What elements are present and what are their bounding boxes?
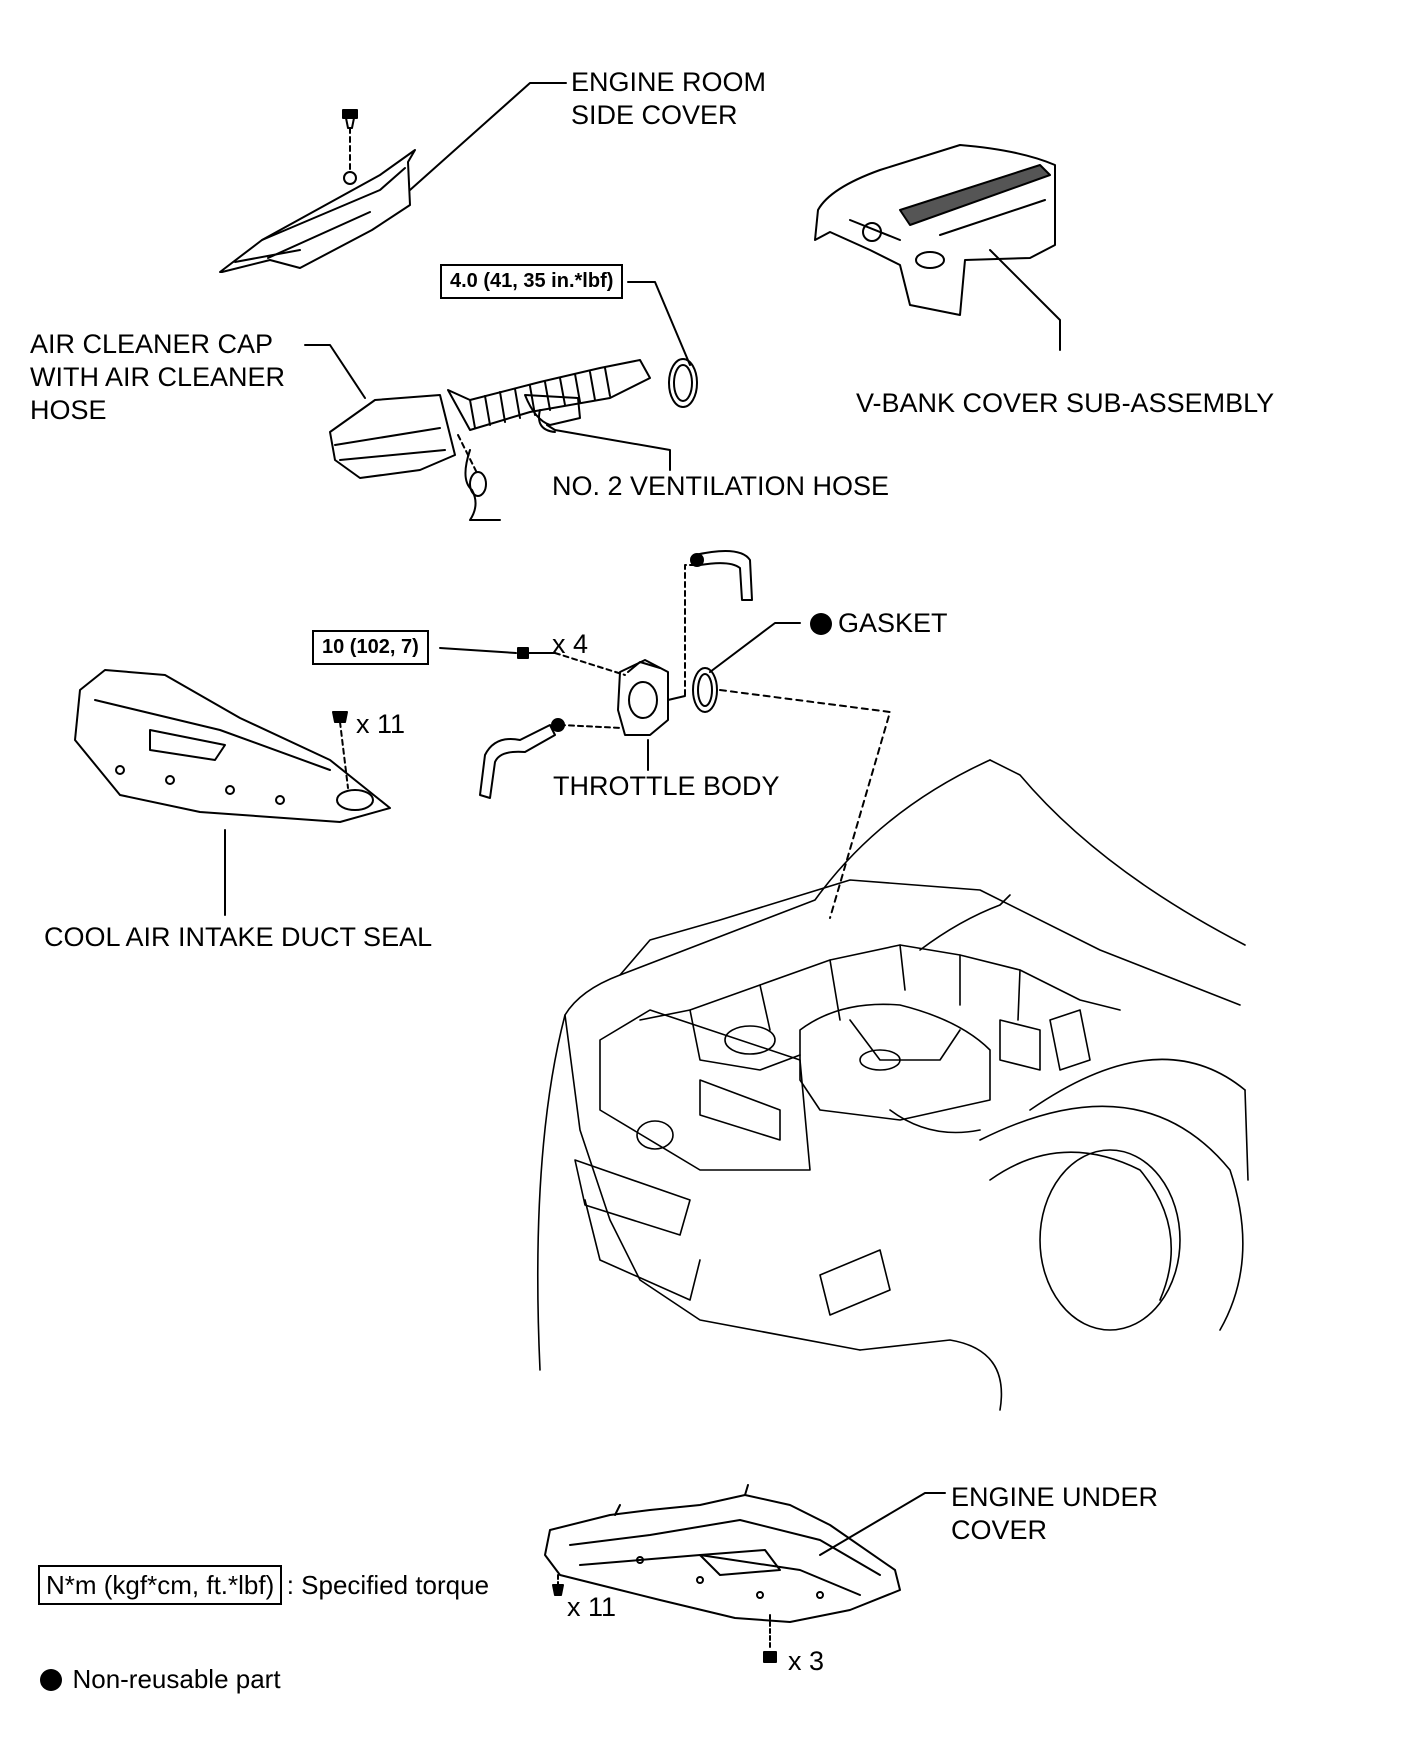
- leader-throttle-bolt-torque: [439, 647, 517, 654]
- gasket-install-line: [719, 689, 891, 919]
- label-engine-under-cover: ENGINE UNDER COVER: [951, 1482, 1159, 1545]
- leader-engine-room-side-cover: [409, 82, 567, 191]
- cool-air-intake-duct-seal-part: [74, 669, 391, 823]
- qty-throttle-bolts: x 4: [552, 629, 589, 659]
- torque-hose-clamp: 4.0 (41, 35 in.*lbf): [440, 264, 624, 299]
- legend-torque-desc: : Specified torque: [286, 1570, 490, 1600]
- throttle-body-part: [617, 659, 686, 736]
- engine-under-cover-part: [544, 1484, 901, 1623]
- legend-nonreusable-dot-icon: [40, 1669, 62, 1691]
- leader-hose-clamp-torque: [627, 281, 691, 366]
- under-cover-bolt-icon: [763, 1614, 777, 1663]
- qty-duct-seal-clips: x 11: [356, 709, 406, 739]
- legend-torque: N*m (kgf*cm, ft.*lbf) : Specified torque: [38, 1565, 490, 1605]
- label-throttle-body: THROTTLE BODY: [553, 771, 780, 801]
- qty-under-cover-clips: x 11: [567, 1592, 617, 1622]
- legend-nonreusable-desc: Non-reusable part: [72, 1664, 281, 1694]
- leader-v-bank-cover: [989, 249, 1061, 351]
- leader-gasket: [709, 622, 801, 673]
- label-gasket-text: GASKET: [838, 608, 948, 638]
- v-bank-cover-part: [814, 144, 1056, 316]
- label-cool-air-intake-duct-seal: COOL AIR INTAKE DUCT SEAL: [44, 922, 433, 952]
- throttle-bolt-part: [517, 647, 626, 676]
- label-v-bank-cover: V-BANK COVER SUB-ASSEMBLY: [856, 388, 1275, 418]
- engine-room-side-cover-part: [219, 149, 416, 273]
- label-engine-room-side-cover: ENGINE ROOM SIDE COVER: [571, 67, 767, 130]
- duct-seal-clip-icon: [332, 711, 349, 789]
- qty-under-cover-bolts: x 3: [788, 1646, 825, 1676]
- gasket-part: [692, 667, 718, 713]
- hose-clamp-part: [668, 358, 698, 408]
- label-no2-ventilation-hose: NO. 2 VENTILATION HOSE: [552, 471, 890, 501]
- water-bypass-hose-lower: [479, 718, 623, 799]
- side-cover-clip-icon: [342, 109, 358, 173]
- legend-nonreusable: Non-reusable part: [40, 1663, 281, 1696]
- leader-air-cleaner-cap: [304, 344, 366, 399]
- under-cover-clip-icon: [552, 1574, 564, 1596]
- leader-engine-under-cover: [819, 1492, 946, 1556]
- water-bypass-hose-upper: [684, 550, 753, 696]
- leader-no2-ventilation-hose: [546, 424, 671, 471]
- nonreusable-dot-icon: [810, 613, 832, 635]
- air-cleaner-cap-part: [329, 359, 651, 521]
- legend-torque-unit-box: N*m (kgf*cm, ft.*lbf): [38, 1565, 283, 1605]
- torque-throttle-bolt: 10 (102, 7): [312, 630, 429, 665]
- vehicle-front-illustration: [536, 759, 1249, 1411]
- label-air-cleaner-cap: AIR CLEANER CAP WITH AIR CLEANER HOSE: [30, 329, 286, 425]
- label-gasket: GASKET: [810, 607, 948, 640]
